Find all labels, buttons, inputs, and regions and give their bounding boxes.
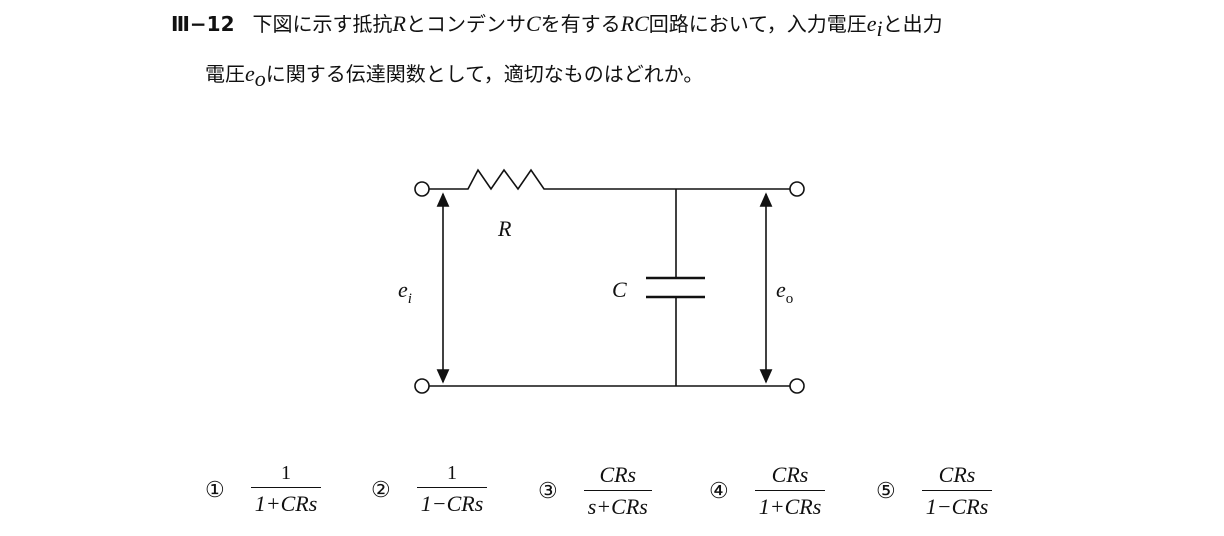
ei-sub: i [408,291,412,307]
denominator: s+CRs [583,490,652,520]
eo-label: eo [776,277,793,307]
question-line-1: Ⅲ−12 下図に示す抵抗RとコンデンサCを有するRC回路において，入力電圧eiと出… [171,8,943,42]
var-e: e [866,11,877,36]
var-c: C [525,11,541,36]
denominator: 1+CRs [250,487,322,517]
fraction: 1 1+CRs [250,462,322,517]
question-line-2: 電圧eoに関する伝達関数として，適切なものはどれか。 [205,58,703,92]
text: 下図に示す抵抗 [252,12,393,36]
text: 回路において，入力電圧 [648,12,867,36]
option-1[interactable]: ① 1 1+CRs [205,462,322,517]
question-number: Ⅲ−12 [171,12,235,36]
ei-base: e [398,277,408,302]
numerator: CRs [938,462,976,487]
fraction: CRs s+CRs [583,462,652,520]
option-mark: ④ [709,478,729,503]
fraction: 1 1−CRs [416,462,488,517]
var-r: R [392,11,406,36]
text: を有する [540,12,621,36]
terminal [789,378,805,394]
option-mark: ③ [538,478,558,503]
fraction: CRs 1−CRs [921,462,993,520]
numerator: 1 [281,462,291,484]
option-mark: ⑤ [876,478,896,503]
option-mark: ① [205,476,225,502]
denominator: 1−CRs [921,490,993,520]
option-2[interactable]: ② 1 1−CRs [371,462,488,517]
var-e: e [245,61,255,86]
option-mark: ② [371,476,391,502]
text: とコンデンサ [405,12,526,36]
numerator: CRs [771,462,809,487]
text: 電圧 [205,62,245,86]
var-rc: RC [620,11,649,36]
numerator: 1 [447,462,457,484]
var-sub-i: i [876,16,883,41]
denominator: 1−CRs [416,487,488,517]
numerator: CRs [599,462,637,487]
option-5[interactable]: ⑤ CRs 1−CRs [876,462,993,520]
terminal [414,181,430,197]
eo-sub: o [786,291,794,307]
var-sub-o: o [254,66,266,91]
terminal [789,181,805,197]
terminal [414,378,430,394]
text: と出力 [882,12,943,36]
fraction: CRs 1+CRs [754,462,826,520]
option-3[interactable]: ③ CRs s+CRs [538,462,652,520]
capacitor-label: C [612,277,627,302]
eo-base: e [776,277,786,302]
option-4[interactable]: ④ CRs 1+CRs [709,462,826,520]
denominator: 1+CRs [754,490,826,520]
resistor [429,168,548,191]
ei-label: ei [398,277,412,307]
resistor-label: R [497,216,512,241]
text: に関する伝達関数として，適切なものはどれか。 [265,62,704,86]
